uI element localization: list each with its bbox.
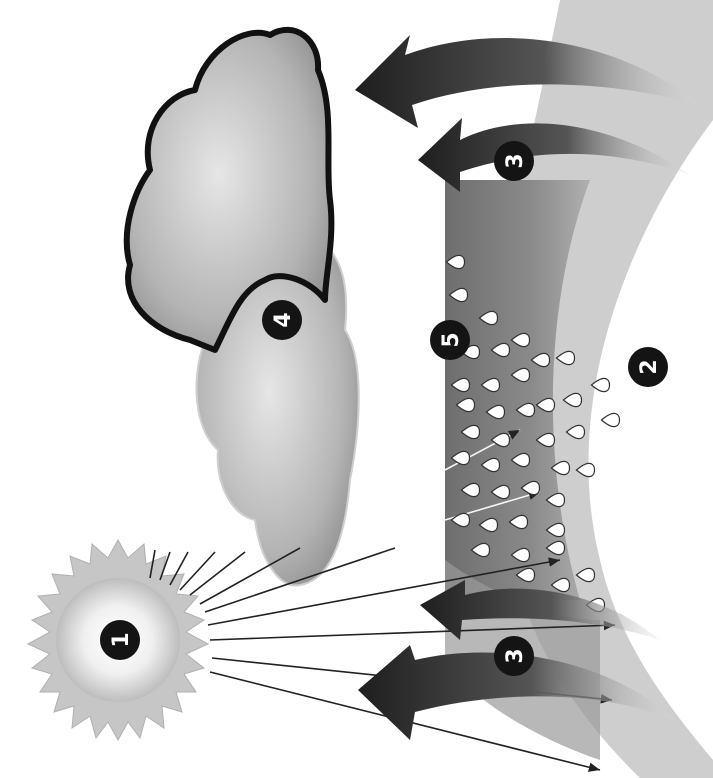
- marker-label: 2: [637, 359, 662, 374]
- marker-label: 4: [271, 312, 296, 327]
- marker-label: 3: [503, 648, 528, 663]
- marker-label: 5: [439, 332, 464, 347]
- marker-1: 1: [100, 620, 140, 660]
- ray-line: [190, 552, 245, 595]
- marker-label: 1: [109, 632, 134, 647]
- marker-4: 4: [262, 300, 302, 340]
- marker-3-top: 3: [494, 141, 534, 181]
- marker-label: 3: [503, 153, 528, 168]
- marker-3-bottom: 3: [494, 636, 534, 676]
- cloud-icon: [127, 30, 359, 586]
- marker-5: 5: [430, 320, 470, 360]
- marker-2: 2: [628, 347, 668, 387]
- raindrop-icon: [601, 413, 619, 426]
